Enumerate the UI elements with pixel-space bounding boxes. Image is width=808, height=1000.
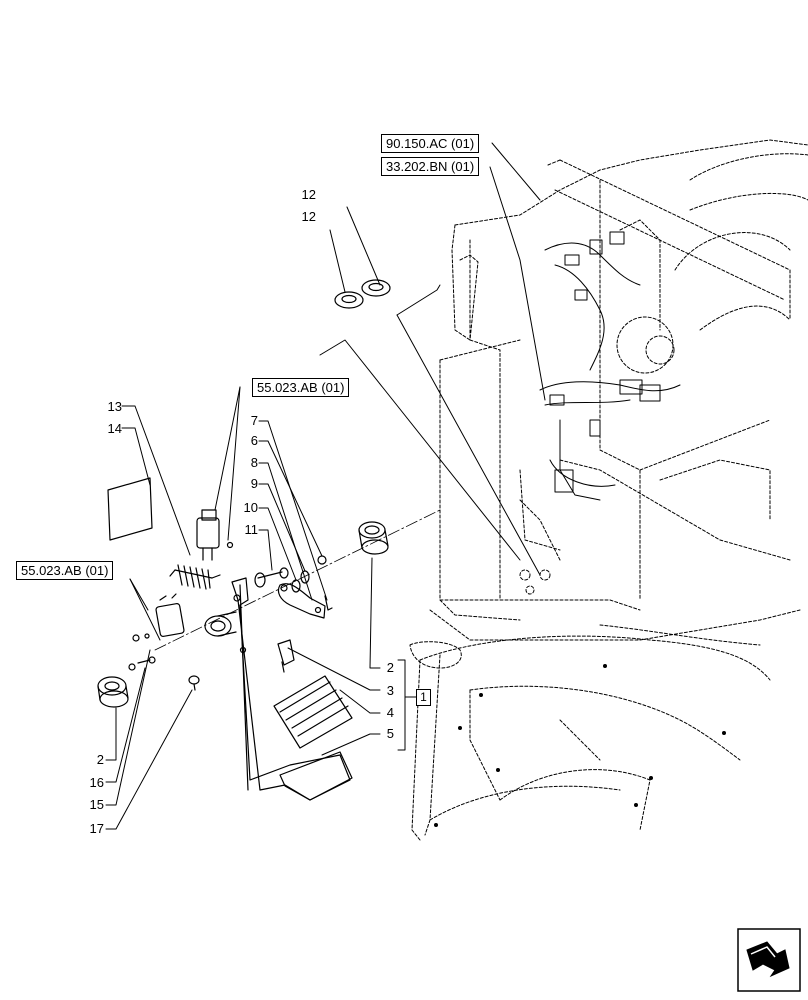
callout-4: 4 <box>386 705 394 720</box>
callout-14: 14 <box>107 421 122 436</box>
reference-box-55-023-ab-lower[interactable]: 55.023.AB (01) <box>16 561 114 580</box>
callout-2-right: 2 <box>386 660 394 675</box>
pin <box>188 675 200 691</box>
bushing-right <box>358 521 389 555</box>
grommet-pair <box>334 279 391 309</box>
callout-12-upper: 12 <box>301 187 316 202</box>
reference-leaders <box>129 142 546 641</box>
centerline <box>154 509 441 651</box>
callout-5: 5 <box>386 726 394 741</box>
callout-16: 16 <box>89 775 104 790</box>
pedal-switch-lower <box>132 593 185 642</box>
reference-box-33-202-bn[interactable]: 33.202.BN (01) <box>381 157 480 176</box>
callout-2-left: 2 <box>96 752 104 767</box>
link-lever <box>277 583 326 619</box>
wiring-harness <box>539 231 681 501</box>
label-plate <box>107 477 153 541</box>
callout-leaders <box>105 405 417 830</box>
bushing-left <box>97 676 129 708</box>
callout-3: 3 <box>386 683 394 698</box>
callout-10: 10 <box>243 500 258 515</box>
pedal-switch-upper <box>196 509 234 561</box>
callout-15: 15 <box>89 797 104 812</box>
fender-holes <box>434 664 726 827</box>
next-page-arrow-icon[interactable] <box>737 928 801 992</box>
callout-17: 17 <box>89 821 104 836</box>
nut-6 <box>317 555 327 565</box>
callout-9: 9 <box>250 476 258 491</box>
fender <box>409 624 771 841</box>
callout-7: 7 <box>250 413 258 428</box>
cab-structure <box>429 139 808 641</box>
pedal-bushing <box>204 611 237 637</box>
callout-12-lower: 12 <box>301 209 316 224</box>
callout-6: 6 <box>250 433 258 448</box>
pedal-pad <box>273 675 353 749</box>
kit-callout-1: 1 <box>416 689 431 706</box>
reference-box-55-023-ab-upper[interactable]: 55.023.AB (01) <box>252 378 350 397</box>
return-spring <box>169 564 221 590</box>
screw <box>128 656 156 671</box>
pivot-pin <box>254 567 289 588</box>
clip-7 <box>324 595 333 611</box>
brake-pedal <box>231 577 353 801</box>
assembly-leaders <box>319 206 541 576</box>
callout-11: 11 <box>244 522 259 537</box>
callout-13: 13 <box>107 399 122 414</box>
reference-box-90-150-ac[interactable]: 90.150.AC (01) <box>381 134 480 153</box>
callout-8: 8 <box>250 455 258 470</box>
pedal-stop <box>277 639 295 673</box>
